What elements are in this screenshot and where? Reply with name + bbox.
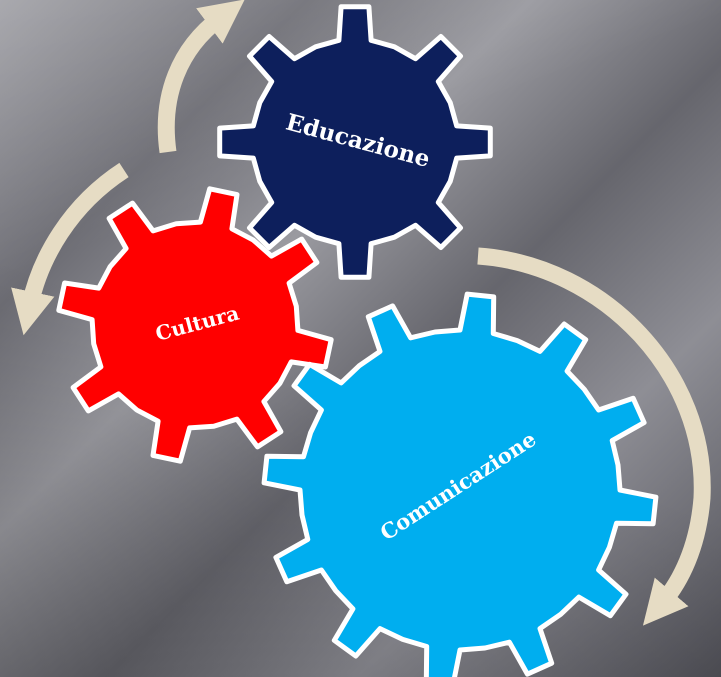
- arrow-cultura-to-educazione: [157, 0, 245, 154]
- cultura-gear: [56, 186, 334, 464]
- arrow-educazione-to-cultura: [11, 162, 129, 336]
- comunicazione-gear: [261, 291, 659, 677]
- gears-layer: Educazione Cultura Comunicazione: [56, 4, 659, 677]
- arrow-educazione-to-comunicazione: [477, 247, 711, 626]
- cycle-arrows: [11, 0, 711, 626]
- educazione-gear: [217, 4, 493, 280]
